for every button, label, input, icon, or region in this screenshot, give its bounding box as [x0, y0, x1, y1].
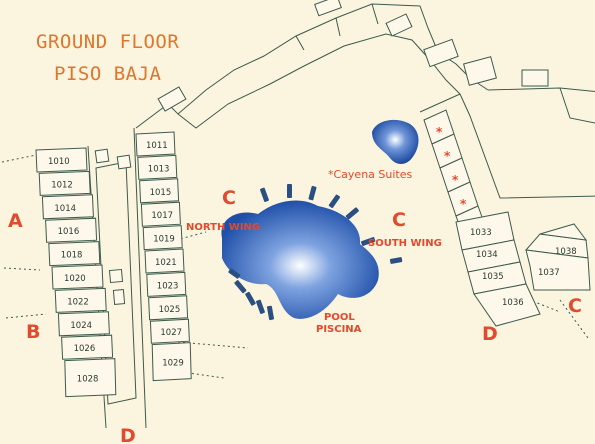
room-1037: 1037 — [538, 268, 560, 278]
zone-c-south: C — [392, 209, 406, 231]
cayena-marker: * — [460, 197, 467, 211]
room-block — [41, 194, 94, 220]
room-1036: 1036 — [502, 298, 524, 308]
north-wing-label: NORTH WING — [186, 222, 260, 233]
left-column-rooms: 1010 1012 1014 1016 1018 1020 1022 1024 1026 1028 — [35, 147, 117, 398]
room-block — [140, 201, 181, 227]
room-block — [151, 342, 192, 382]
room-1034: 1034 — [476, 250, 498, 260]
room-1019: 1019 — [153, 235, 175, 245]
piscina-label: PISCINA — [316, 324, 362, 335]
room-1028: 1028 — [77, 375, 99, 385]
room-block — [148, 295, 189, 321]
south-wing-rooms: 1033 1034 1035 1036 1038 1037 — [455, 211, 591, 327]
lounge-chairs — [228, 184, 403, 321]
middle-column-rooms: 1011 1013 1015 1017 1019 1021 1023 1025 1027 1029 — [135, 131, 192, 382]
room-1014: 1014 — [54, 204, 76, 214]
room-1020: 1020 — [64, 274, 86, 284]
building-outline — [135, 0, 595, 199]
room-block — [61, 334, 114, 360]
room-1016: 1016 — [58, 227, 80, 237]
cayena-suites-label: *Cayena Suites — [328, 168, 412, 181]
room-1025: 1025 — [159, 305, 181, 315]
room-1012: 1012 — [51, 180, 73, 190]
room-1023: 1023 — [157, 281, 179, 291]
room-block — [57, 311, 110, 337]
room-block — [135, 131, 176, 157]
room-block — [35, 147, 88, 173]
cayena-marker: * — [444, 149, 451, 163]
zone-d-right: D — [482, 323, 498, 345]
zone-b: B — [26, 321, 40, 343]
zone-d-left: D — [120, 425, 136, 444]
room-block — [142, 225, 183, 251]
main-pool — [221, 200, 379, 319]
zone-a: A — [8, 210, 23, 232]
room-1018: 1018 — [61, 251, 83, 261]
floor-subtitle: PISO BAJA — [54, 63, 162, 85]
room-1022: 1022 — [67, 297, 89, 307]
room-1026: 1026 — [74, 344, 96, 354]
pool-label: POOL — [324, 312, 355, 323]
cayena-marker: * — [436, 125, 443, 139]
room-1011: 1011 — [146, 141, 168, 151]
zone-c-right: C — [568, 295, 582, 317]
room-1024: 1024 — [70, 321, 92, 331]
room-block — [149, 318, 190, 344]
room-block — [48, 241, 101, 267]
room-1029: 1029 — [162, 359, 184, 369]
room-1013: 1013 — [148, 164, 170, 174]
cayena-suite-markers: * * * * — [436, 125, 467, 211]
left-building-outline — [87, 127, 147, 429]
south-wing-label: SOUTH WING — [368, 238, 442, 249]
room-block — [139, 178, 180, 204]
room-block — [137, 154, 178, 180]
floor-title: GROUND FLOOR — [36, 31, 179, 53]
room-block — [38, 170, 91, 196]
room-1027: 1027 — [160, 328, 182, 338]
room-1033: 1033 — [470, 228, 492, 238]
room-1015: 1015 — [150, 188, 172, 198]
room-1021: 1021 — [155, 258, 177, 268]
room-1035: 1035 — [482, 272, 504, 282]
room-1017: 1017 — [151, 211, 173, 221]
room-block — [45, 217, 98, 243]
cayena-pool — [372, 119, 419, 164]
room-block — [64, 358, 117, 398]
room-block — [144, 248, 185, 274]
room-block — [54, 287, 107, 313]
room-1010: 1010 — [48, 157, 70, 167]
zone-c-north: C — [222, 187, 236, 209]
cayena-marker: * — [452, 173, 459, 187]
room-1038: 1038 — [555, 247, 577, 257]
room-block — [51, 264, 104, 290]
room-block — [146, 271, 187, 297]
